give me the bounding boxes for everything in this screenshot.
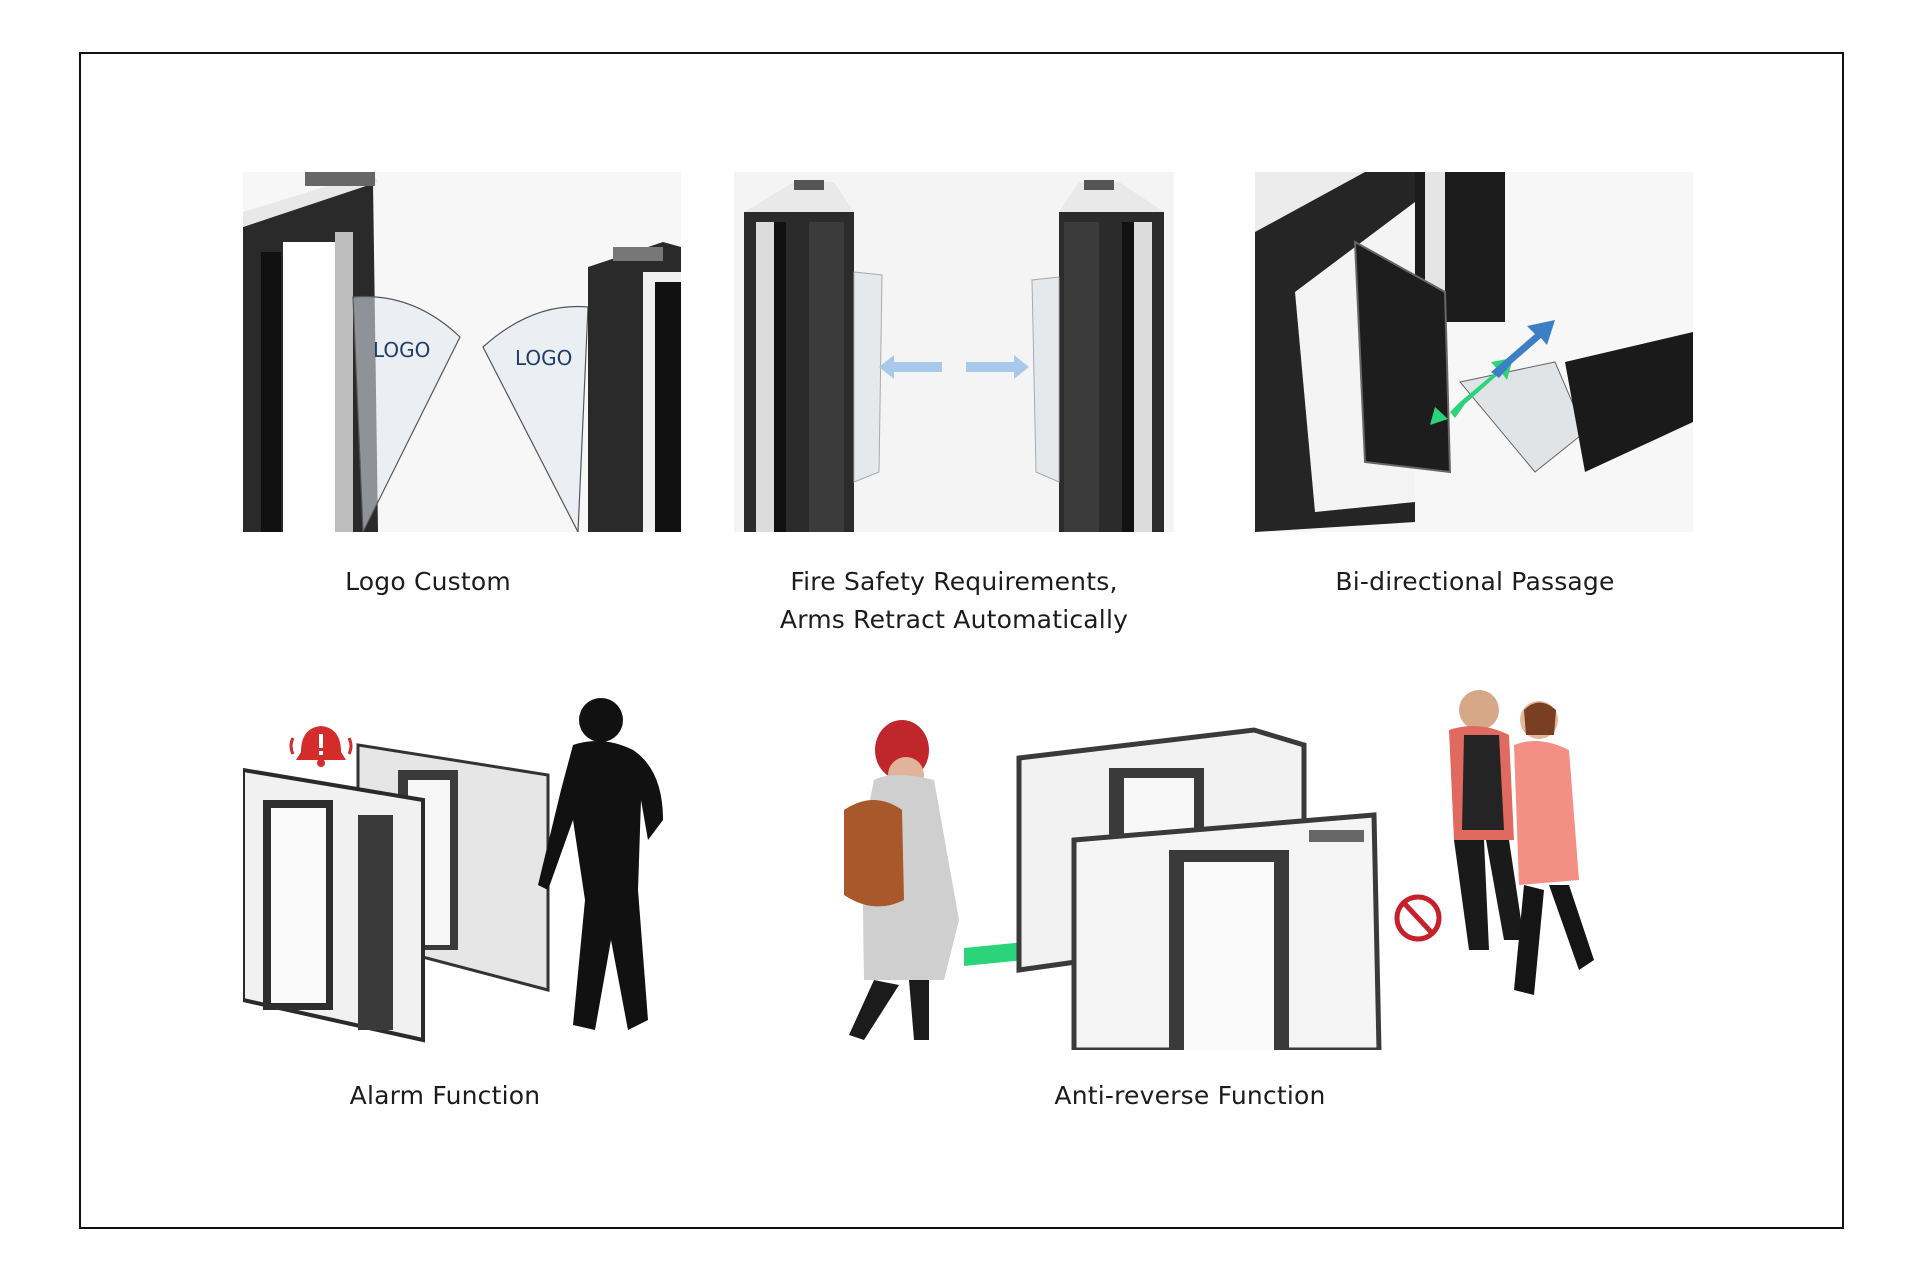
person-with-backpack [844,720,959,1040]
caption-line: Logo Custom [345,567,511,596]
prohibited-icon [1394,894,1442,942]
caption-line: Anti-reverse Function [1054,1081,1326,1110]
retract-arrows-icon [879,355,1029,379]
caption-bidirectional: Bi-directional Passage [1290,563,1660,601]
logo-text-left: LOGO [373,338,430,362]
feature-image-fire-safety [734,172,1174,532]
caption-anti-reverse: Anti-reverse Function [980,1077,1400,1115]
caption-line: Bi-directional Passage [1335,567,1615,596]
logo-text-right: LOGO [515,346,572,370]
caption-logo-custom: Logo Custom [243,563,613,601]
alarm-bell-icon [289,726,353,767]
caption-line: Alarm Function [349,1081,541,1110]
page-frame [79,52,1844,1229]
caption-line: Arms Retract Automatically [779,605,1129,634]
person-silhouette [538,698,663,1030]
feature-image-alarm [243,690,681,1050]
caption-alarm: Alarm Function [260,1077,630,1115]
feature-image-anti-reverse [734,690,1666,1050]
feature-image-logo-custom: LOGO LOGO [243,172,681,532]
couple-walking [1449,690,1594,995]
caption-fire-safety: Fire Safety Requirements, Arms Retract A… [734,563,1174,639]
caption-line: Fire Safety Requirements, [790,567,1118,596]
feature-image-bidirectional [1255,172,1693,532]
bidirectional-arrows-icon [1430,320,1555,425]
